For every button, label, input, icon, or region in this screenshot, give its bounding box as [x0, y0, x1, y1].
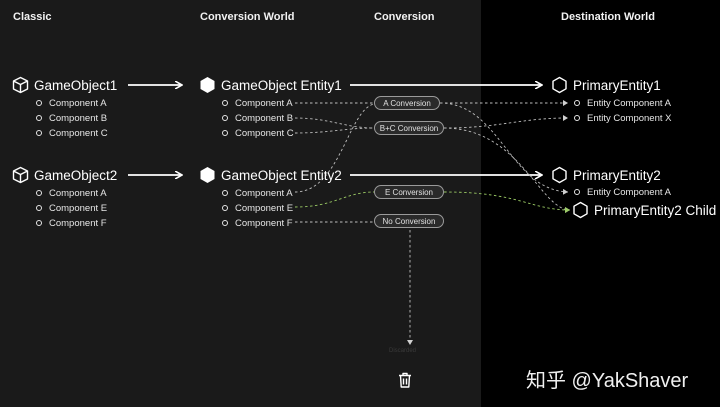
bullet-icon [222, 130, 228, 136]
primary-entity-2-child: PrimaryEntity2 Child [572, 201, 716, 219]
component-label: Component F [49, 217, 107, 229]
component-row: Component A [222, 97, 293, 109]
a-conversion-system: A Conversion [374, 96, 440, 110]
component-label: Component C [235, 127, 294, 139]
link-e2-compA-to-a-conversion [294, 103, 375, 193]
component-row: Entity Component A [574, 186, 671, 198]
gameobject-entity-1: GameObject Entity1 [199, 76, 342, 94]
bullet-icon [574, 115, 580, 121]
link-e-conversion-to-child [443, 191, 571, 213]
watermark: 知乎 @YakShaver [526, 370, 689, 392]
no-conversion-system: No Conversion [374, 214, 444, 228]
gameobject-entity-2-label: GameObject Entity2 [221, 167, 342, 183]
primary-entity-2: PrimaryEntity2 [551, 166, 661, 184]
bullet-icon [36, 100, 42, 106]
e-conversion-system: E Conversion [374, 185, 444, 199]
component-label: Component B [235, 112, 294, 124]
primary-entity-1: PrimaryEntity1 [551, 76, 661, 94]
hexagon-outline-icon [551, 166, 568, 184]
component-row: Component B [36, 112, 107, 124]
cube-icon [12, 166, 29, 184]
gameobject-2: GameObject2 [12, 166, 117, 184]
component-label: Entity Component X [587, 112, 672, 124]
bc-conversion-system: B+C Conversion [374, 121, 444, 135]
component-row: Component A [36, 187, 107, 199]
bullet-icon [36, 220, 42, 226]
hexagon-outline-icon [551, 76, 568, 94]
bullet-icon [222, 100, 228, 106]
bullet-icon [36, 205, 42, 211]
header-conversion-world: Conversion World [200, 11, 295, 23]
primary-entity-1-label: PrimaryEntity1 [573, 77, 661, 93]
link-e2-compE-to-e-conversion [294, 191, 375, 208]
header-conversion: Conversion [374, 11, 435, 23]
gameobject-2-label: GameObject2 [34, 167, 118, 183]
primary-entity-2-label: PrimaryEntity2 [573, 167, 661, 183]
component-label: Component C [49, 127, 108, 139]
bullet-icon [36, 130, 42, 136]
component-row: Component A [36, 97, 107, 109]
link-e1-compB-to-bc-conversion [294, 117, 375, 129]
trash-icon [398, 372, 412, 388]
component-row: Component E [222, 202, 293, 214]
destination-world-panel [481, 0, 720, 407]
header-classic: Classic [13, 11, 52, 23]
component-row: Component A [222, 187, 293, 199]
bullet-icon [222, 115, 228, 121]
component-label: Component B [49, 112, 108, 124]
bullet-icon [36, 190, 42, 196]
component-label: Component A [49, 97, 107, 109]
component-row: Entity Component A [574, 97, 671, 109]
component-row: Component B [222, 112, 293, 124]
bullet-icon [222, 220, 228, 226]
hexagon-outline-icon [572, 201, 589, 219]
component-label: Component E [235, 202, 294, 214]
component-label: Component A [235, 187, 293, 199]
gameobject-entity-1-label: GameObject Entity1 [221, 77, 342, 93]
link-e1-compC-to-bc-conversion [294, 127, 375, 134]
gameobject-entity-2: GameObject Entity2 [199, 166, 342, 184]
component-row: Component E [36, 202, 107, 214]
bullet-icon [574, 100, 580, 106]
component-label: Entity Component A [587, 186, 671, 198]
link-a-conversion-to-p2-compA [439, 102, 569, 195]
component-label: Entity Component A [587, 97, 671, 109]
component-label: Component A [49, 187, 107, 199]
component-row: Component F [222, 217, 293, 229]
link-bc-conversion-to-compX [443, 115, 569, 129]
filled-hexagon-icon [199, 76, 216, 94]
bullet-icon [574, 189, 580, 195]
component-row: Entity Component X [574, 112, 672, 124]
header-destination-world: Destination World [561, 11, 655, 23]
gameobject-1: GameObject1 [12, 76, 117, 94]
component-row: Component F [36, 217, 107, 229]
cube-icon [12, 76, 29, 94]
gameobject-1-label: GameObject1 [34, 77, 118, 93]
discarded-label: Discarded [389, 348, 417, 354]
component-row: Component C [36, 127, 108, 139]
component-row: Component C [222, 127, 294, 139]
bullet-icon [222, 205, 228, 211]
bullet-icon [222, 190, 228, 196]
filled-hexagon-icon [199, 166, 216, 184]
bullet-icon [36, 115, 42, 121]
component-label: Component E [49, 202, 108, 214]
component-label: Component F [235, 217, 293, 229]
component-label: Component A [235, 97, 293, 109]
primary-entity-2-child-label: PrimaryEntity2 Child [594, 202, 717, 218]
